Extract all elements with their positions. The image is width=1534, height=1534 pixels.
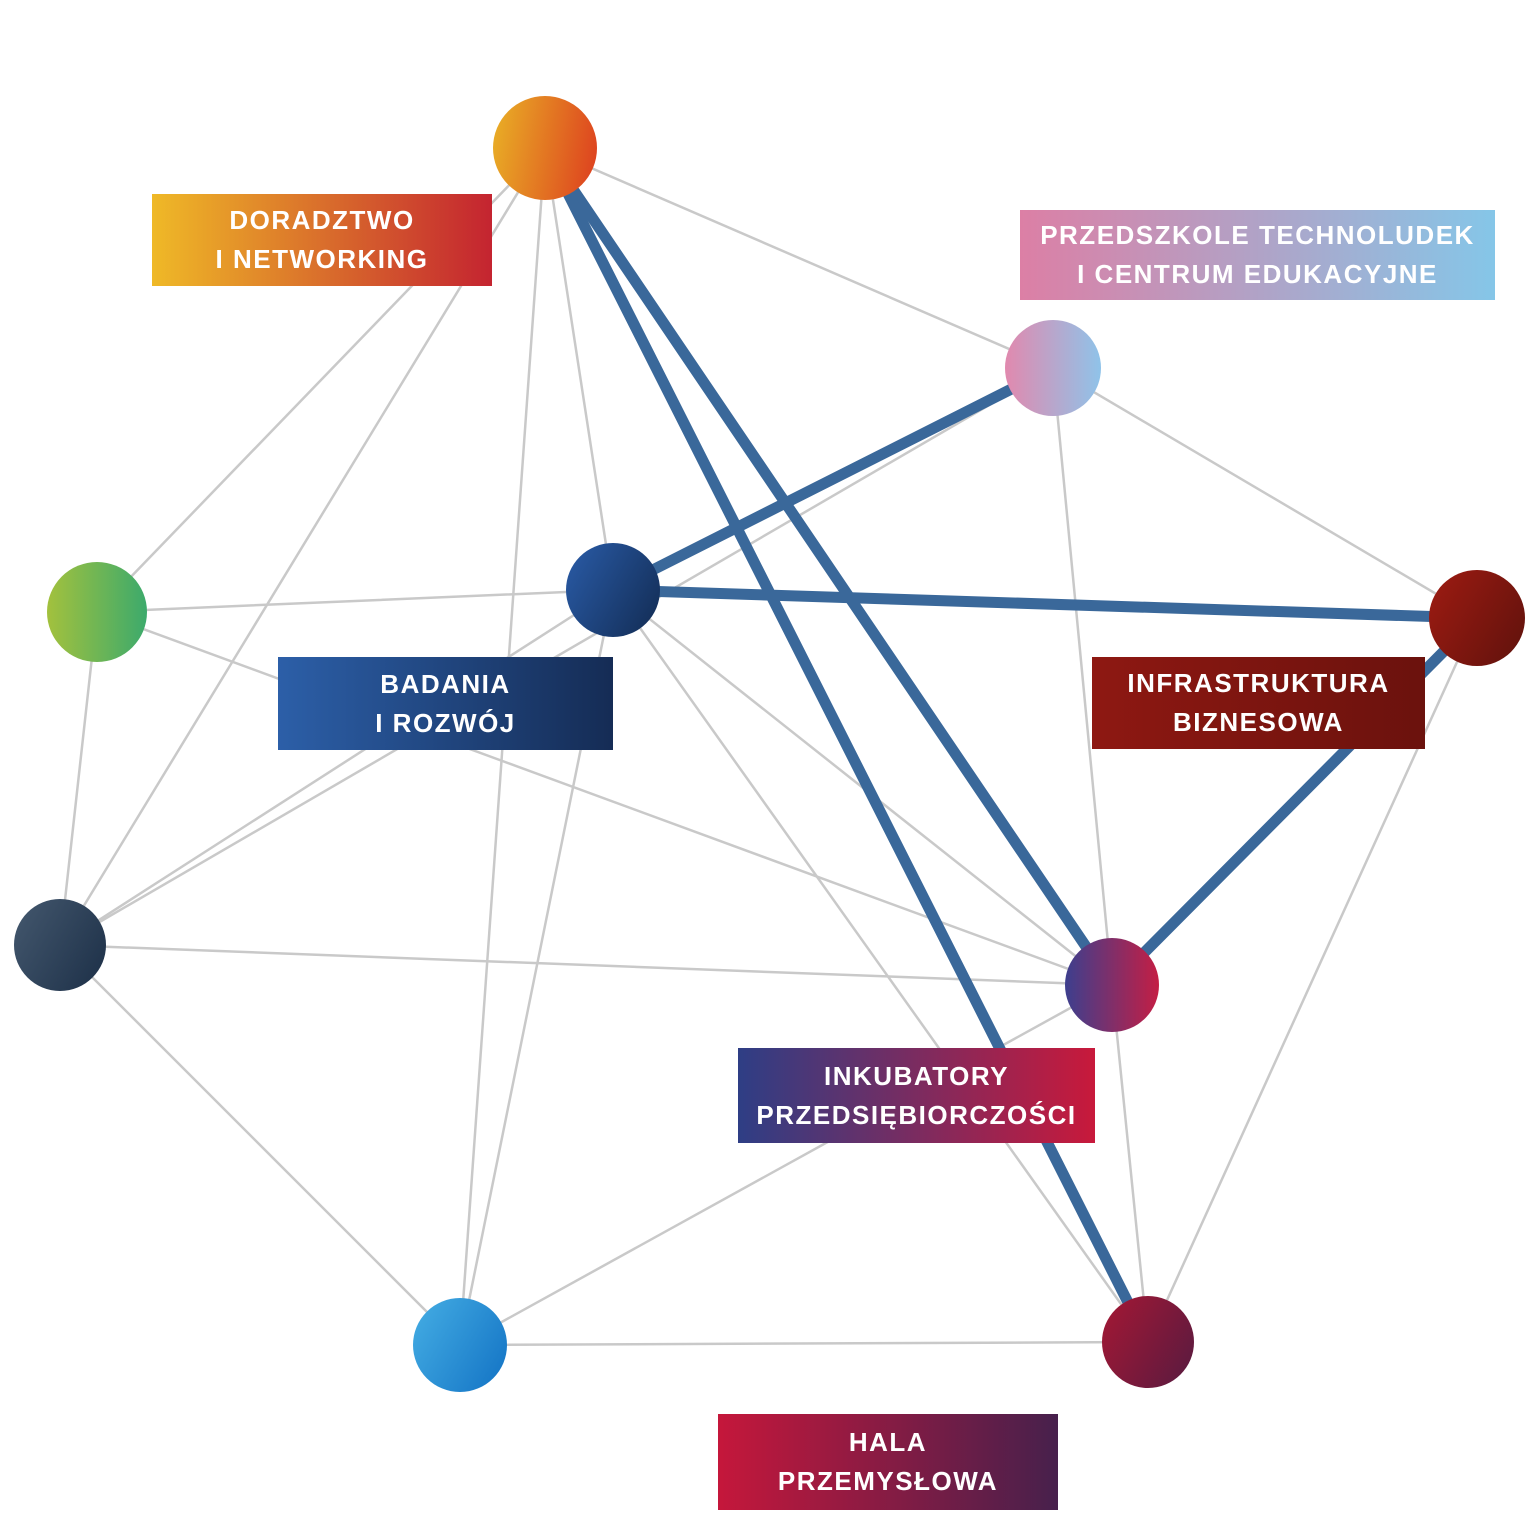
node-inkubatory[interactable]: [1065, 938, 1159, 1032]
edge-inkubatory-hala: [1110, 983, 1150, 1344]
label-inkubatory: INKUBATORY PRZEDSIĘBIORCZOŚCI: [738, 1048, 1095, 1143]
edge-badania-infrastruktura: [607, 584, 1483, 624]
edge-badania-green: [95, 588, 615, 614]
label-doradztwo: DORADZTWO I NETWORKING: [152, 194, 492, 286]
node-badania[interactable]: [566, 543, 660, 637]
node-doradztwo[interactable]: [493, 96, 597, 200]
edge-doradztwo-hala: [539, 142, 1154, 1348]
edge-przedszkole-badania: [607, 362, 1059, 596]
node-infrastruktura[interactable]: [1429, 570, 1525, 666]
node-green[interactable]: [47, 562, 147, 662]
edge-navy-lightblue: [58, 943, 462, 1347]
label-przedszkole: PRZEDSZKOLE TECHNOLUDEK I CENTRUM EDUKAC…: [1020, 210, 1495, 300]
edge-inkubatory-lightblue: [458, 983, 1114, 1347]
node-przedszkole[interactable]: [1005, 320, 1101, 416]
node-hala[interactable]: [1102, 1296, 1194, 1388]
edge-green-navy: [58, 610, 99, 947]
edge-doradztwo-inkubatory: [539, 142, 1118, 991]
label-hala: HALA PRZEMYSŁOWA: [718, 1414, 1058, 1510]
node-lightblue[interactable]: [413, 1298, 507, 1392]
edge-przedszkole-inkubatory: [1051, 366, 1114, 987]
edge-inkubatory-green: [95, 610, 1114, 987]
label-infrastruktura: INFRASTRUKTURA BIZNESOWA: [1092, 657, 1425, 749]
edge-doradztwo-badania: [543, 146, 615, 592]
edge-przedszkole-navy: [58, 366, 1055, 947]
edge-hala-lightblue: [458, 1340, 1150, 1347]
edge-przedszkole-infrastruktura: [1051, 366, 1479, 620]
node-navy[interactable]: [14, 899, 106, 991]
edge-doradztwo-przedszkole: [543, 146, 1055, 370]
label-badania: BADANIA I ROZWÓJ: [278, 657, 613, 750]
edge-badania-navy: [58, 588, 615, 947]
edge-badania-hala: [611, 588, 1150, 1344]
edge-inkubatory-navy: [58, 943, 1114, 987]
